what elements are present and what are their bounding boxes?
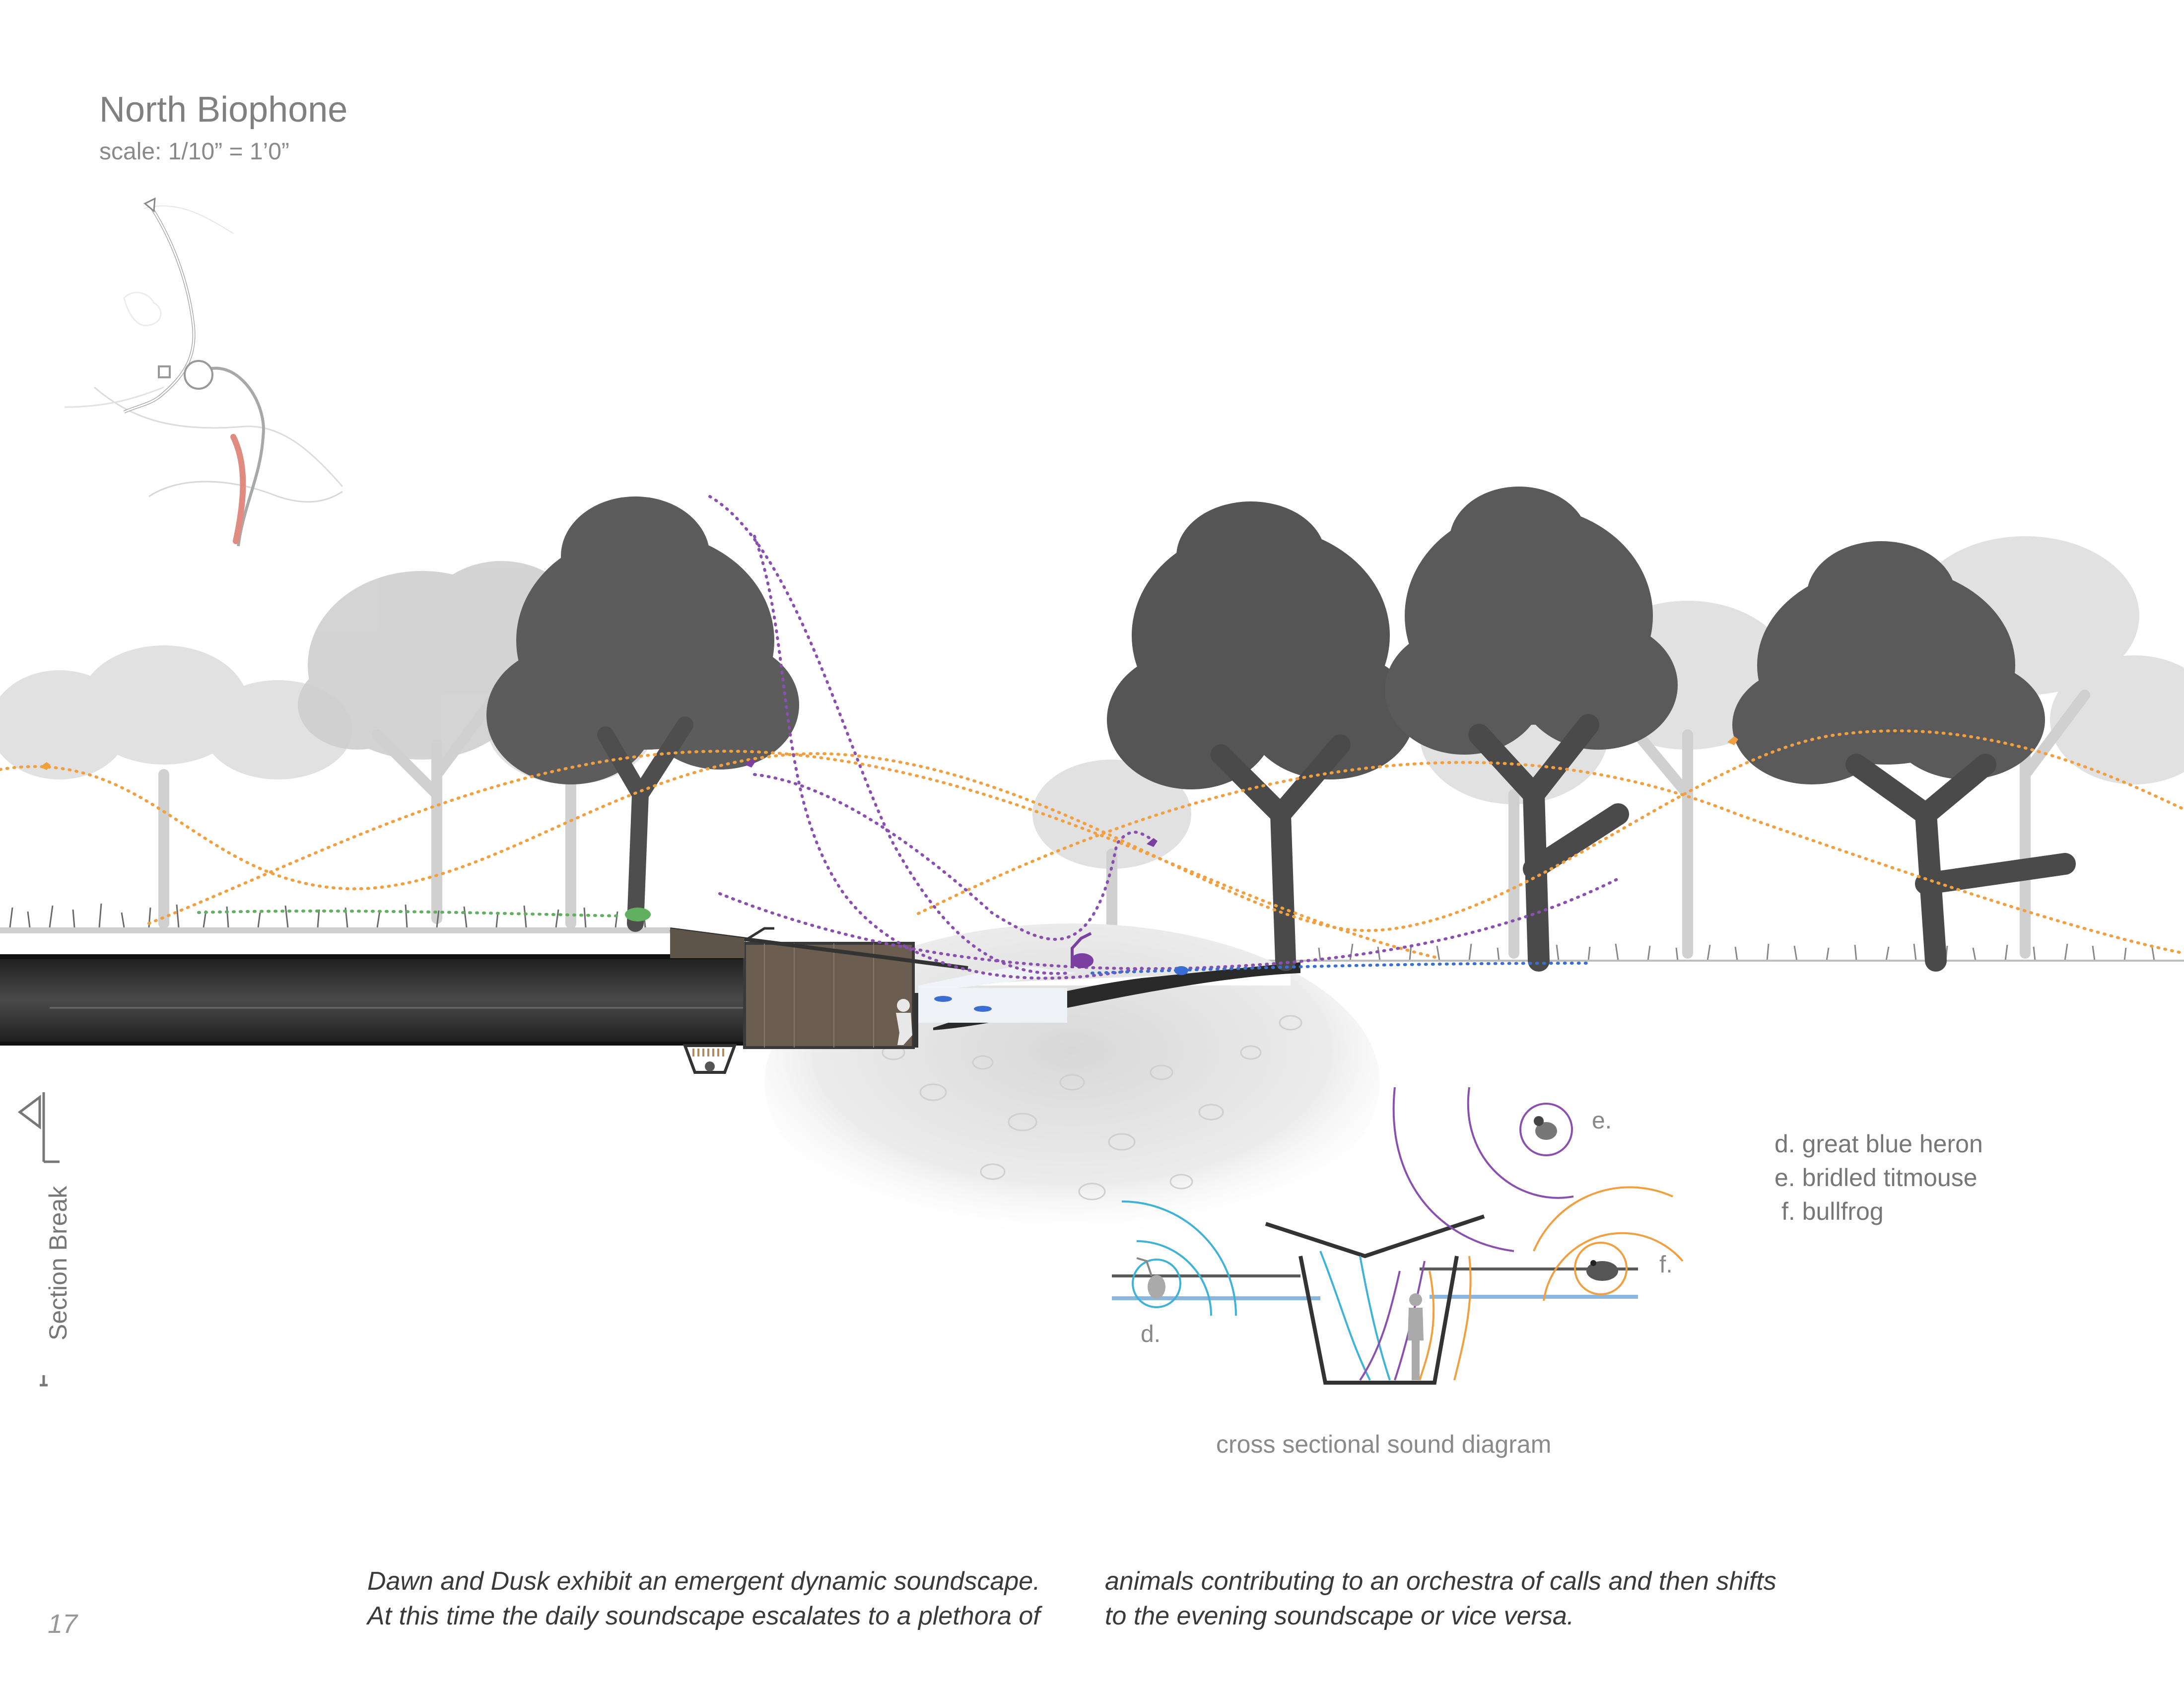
ground-left (0, 903, 670, 958)
frog-icon (1174, 966, 1188, 975)
ground-right (1241, 943, 2184, 962)
section-break-marker (17, 1092, 60, 1387)
visitor-figure (896, 999, 912, 1045)
diagram-caption: cross sectional sound diagram (1216, 1430, 1552, 1458)
paragraph-line: At this time the daily soundscape escala… (367, 1602, 1040, 1630)
legend-item: e. bridled titmouse (1774, 1164, 1978, 1192)
bird-orange-icon (40, 762, 51, 770)
heron-diagram-icon (1136, 1257, 1165, 1299)
page-title: North Biophone (99, 90, 348, 130)
section-animals (40, 736, 1738, 1012)
section-break-label: Section Break (44, 1186, 72, 1340)
paragraph-right: animals contributing to an orchestra of … (1105, 1564, 1776, 1633)
person-diagram-icon (1408, 1293, 1424, 1380)
legend-item: d. great blue heron (1774, 1130, 1983, 1158)
paragraph-line: animals contributing to an orchestra of … (1105, 1567, 1776, 1596)
titmouse-diagram-icon (1534, 1116, 1557, 1140)
site-map-inset (64, 197, 343, 547)
tunnel-section (0, 954, 745, 1074)
paragraph-left: Dawn and Dusk exhibit an emergent dynami… (367, 1564, 1040, 1633)
bird-orange-icon (1727, 736, 1738, 745)
diagram-label-f: f. (1659, 1252, 1673, 1278)
legend-item: f. bullfrog (1781, 1197, 1884, 1225)
turtle-icon (625, 908, 651, 921)
heron-icon (1071, 932, 1093, 968)
fish-icon (934, 996, 952, 1002)
sound-diagram (1112, 1087, 1684, 1385)
paragraph-line: Dawn and Dusk exhibit an emergent dynami… (367, 1567, 1040, 1596)
sound-paths (0, 495, 2184, 980)
page-number: 17 (48, 1609, 78, 1639)
foreground-trees (486, 487, 2076, 972)
fish-icon (974, 1006, 992, 1012)
bird-purple-icon (1147, 838, 1158, 847)
paragraph-line: to the evening soundscape or vice versa. (1105, 1602, 1574, 1630)
diagram-label-e: e. (1592, 1108, 1612, 1134)
diagram-label-d: d. (1141, 1321, 1161, 1347)
species-legend: d. great blue heron e. bridled titmouse … (1774, 1127, 1983, 1228)
bird-purple-icon (745, 759, 755, 768)
bullfrog-diagram-icon (1586, 1260, 1618, 1281)
biophone-chamber (670, 927, 968, 1049)
scale-label: scale: 1/10” = 1’0” (99, 139, 289, 165)
